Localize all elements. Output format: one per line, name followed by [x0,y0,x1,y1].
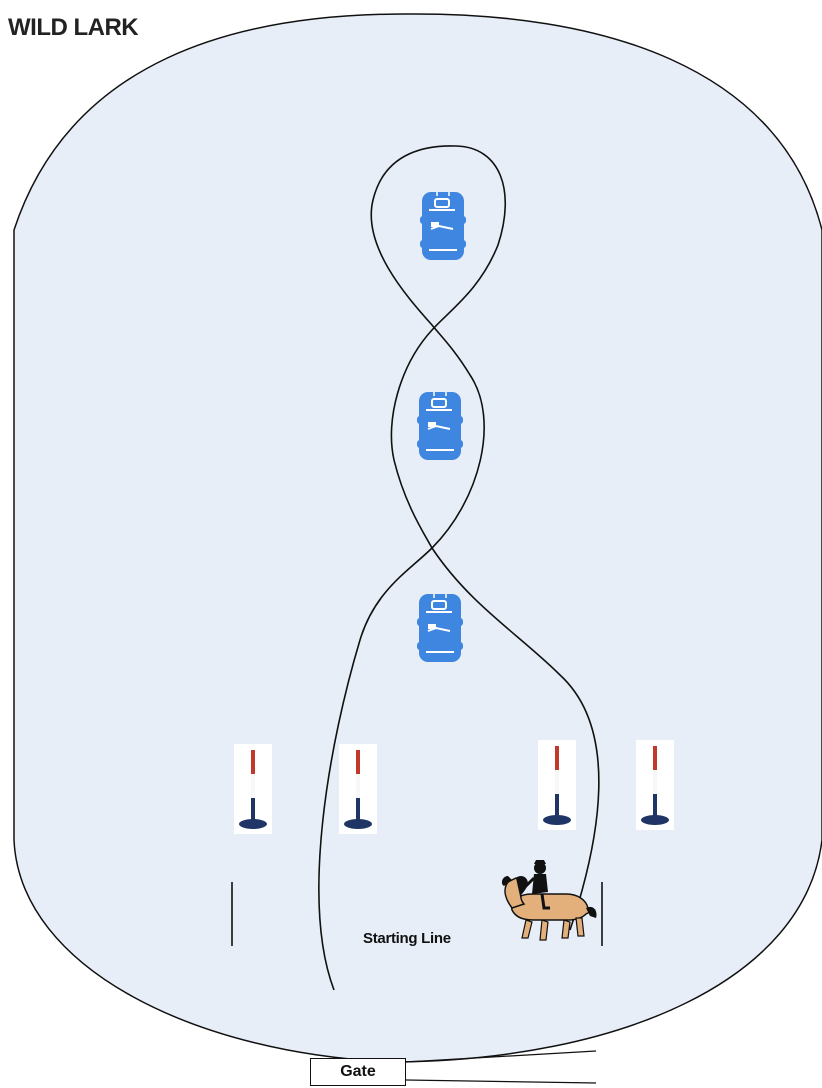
horse-and-rider-icon [501,860,597,941]
pole-icon [536,738,578,832]
arena-outline [13,13,822,1063]
gate-label: Gate [310,1058,406,1086]
barrel-icon [416,593,464,663]
pole-icon [232,742,274,836]
gate-rail-bottom [405,1079,597,1084]
pole-icon [634,738,676,832]
riding-path [318,145,600,991]
page-title: WILD LARK [8,14,139,41]
gate-rail-top [405,1050,597,1063]
pole-icon [337,742,379,836]
barrel-icon [416,391,464,461]
starting-line-label: Starting Line [363,930,451,947]
barrel-icon [419,191,467,261]
